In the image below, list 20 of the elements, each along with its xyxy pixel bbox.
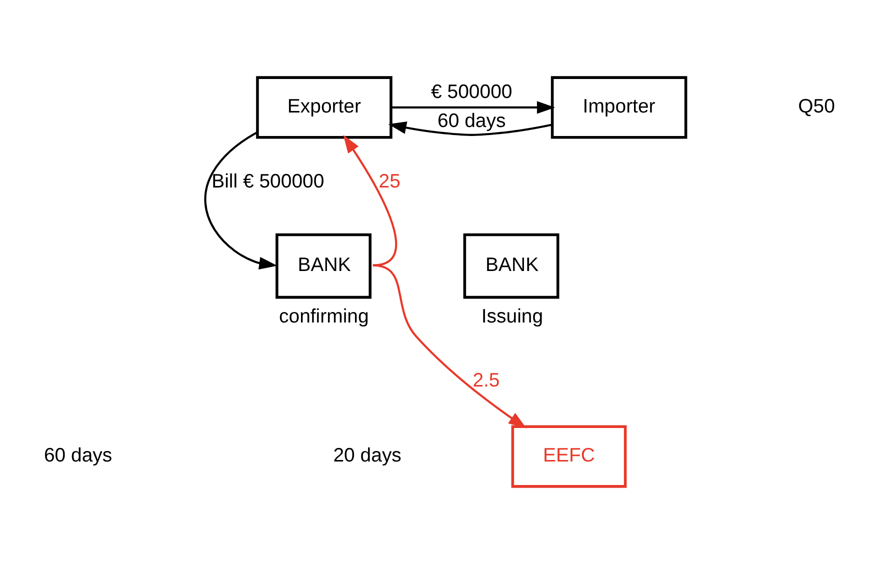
edge-label: 25	[378, 170, 400, 193]
arrow	[388, 121, 552, 136]
arrow	[372, 264, 526, 428]
node-box: EEFC	[511, 425, 627, 488]
arrow	[391, 101, 556, 114]
node-box: BANK	[463, 233, 560, 299]
arrow	[343, 134, 398, 266]
label: 20 days	[333, 444, 402, 467]
edge-label: € 500000	[431, 81, 512, 104]
edge-label: 2.5	[472, 370, 500, 392]
label: 60 days	[44, 444, 112, 467]
edge-label: Bill € 500000	[212, 170, 324, 193]
node-box: BANK	[276, 233, 372, 299]
node-label: Issuing	[481, 306, 544, 328]
arrow	[204, 131, 278, 270]
node-label: confirming	[279, 306, 369, 328]
node-box: Exporter	[256, 76, 392, 139]
node-box: Importer	[550, 76, 688, 139]
edge-label: 60 days	[438, 110, 506, 132]
label: Q50	[798, 96, 835, 118]
